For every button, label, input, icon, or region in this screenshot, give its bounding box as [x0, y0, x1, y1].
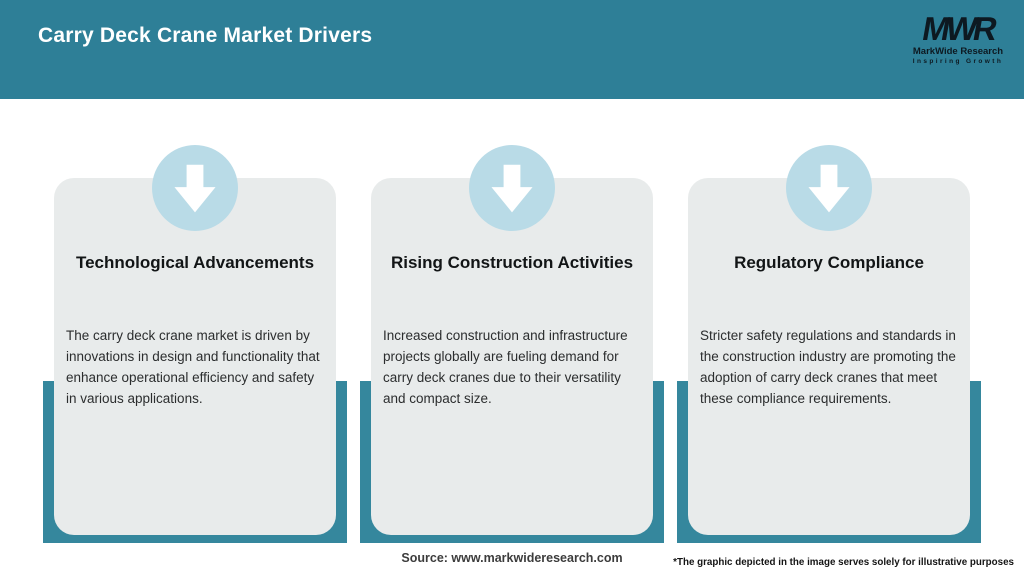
- driver-card-rising-construction-activities: Rising Construction Activities Increased…: [360, 145, 664, 545]
- page-title: Carry Deck Crane Market Drivers: [38, 24, 373, 47]
- down-arrow-icon: [152, 145, 238, 231]
- logo-monogram: MWR: [919, 10, 997, 47]
- card-title: Regulatory Compliance: [734, 253, 924, 272]
- card-title: Technological Advancements: [75, 253, 315, 272]
- header-band: Carry Deck Crane Market Drivers MWR Mark…: [0, 0, 1024, 99]
- driver-cards-row: Technological Advancements The carry dec…: [0, 145, 1024, 545]
- card-body: Technological Advancements The carry dec…: [54, 178, 336, 535]
- card-description: The carry deck crane market is driven by…: [66, 328, 320, 406]
- down-arrow-icon: [786, 145, 872, 231]
- source-text: Source: www.markwideresearch.com: [401, 551, 623, 565]
- card-body: Rising Construction Activities Increased…: [371, 178, 653, 535]
- driver-card-technological-advancements: Technological Advancements The carry dec…: [43, 145, 347, 545]
- markwide-research-logo: MWR MarkWide Research Inspiring Growth: [910, 10, 1006, 65]
- card-description: Stricter safety regulations and standard…: [700, 328, 956, 406]
- disclaimer-text: *The graphic depicted in the image serve…: [673, 557, 1014, 568]
- driver-card-regulatory-compliance: Regulatory Compliance Stricter safety re…: [677, 145, 981, 545]
- card-description: Increased construction and infrastructur…: [383, 328, 628, 406]
- card-body: Regulatory Compliance Stricter safety re…: [688, 178, 970, 535]
- logo-tagline: Inspiring Growth: [912, 58, 1004, 65]
- card-title: Rising Construction Activities: [390, 253, 634, 272]
- down-arrow-icon: [469, 145, 555, 231]
- logo-name: MarkWide Research: [912, 46, 1004, 57]
